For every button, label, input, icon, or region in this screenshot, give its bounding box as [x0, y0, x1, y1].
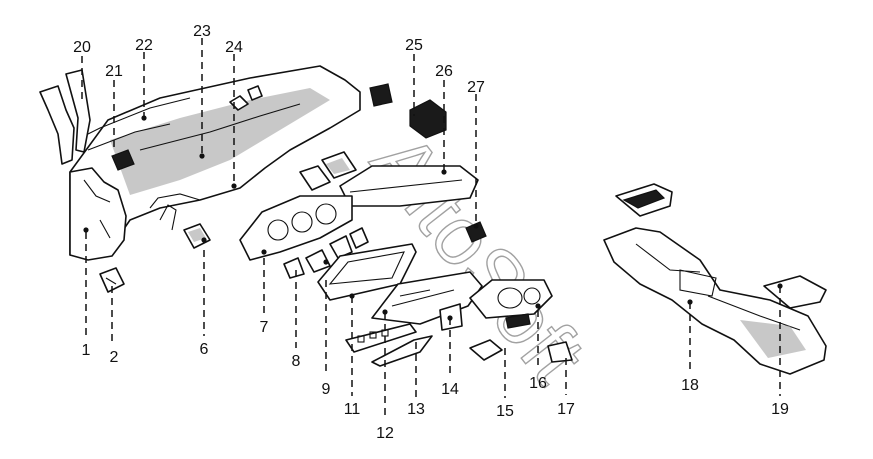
switch-2 [99, 267, 125, 293]
callout-25: 25 [405, 37, 423, 54]
callout-11: 11 [344, 401, 361, 418]
glove-box [339, 165, 479, 207]
console-lid-upper [615, 183, 673, 217]
callout-15: 15 [496, 403, 514, 420]
callout-16: 16 [529, 375, 547, 392]
callout-24: 24 [225, 39, 243, 56]
cluster-bezel [317, 243, 417, 301]
center-console [603, 227, 827, 375]
vents-center [299, 151, 357, 191]
callout-17: 17 [557, 401, 575, 418]
callout-27: 27 [467, 79, 485, 96]
callout-1: 1 [82, 342, 91, 359]
callout-19: 19 [771, 401, 789, 418]
vent-25 [409, 99, 447, 139]
callout-6: 6 [200, 341, 209, 358]
callout-21: 21 [105, 63, 123, 80]
switch-15 [469, 339, 503, 361]
leader-dots [83, 115, 783, 321]
vent-6 [183, 223, 211, 249]
callout-13: 13 [407, 401, 425, 418]
callout-26: 26 [435, 63, 453, 80]
callout-23: 23 [193, 23, 211, 40]
callout-12: 12 [376, 425, 394, 442]
callout-14: 14 [441, 381, 459, 398]
vent-21 [111, 149, 135, 171]
callout-20: 20 [73, 39, 91, 56]
callout-8: 8 [292, 353, 301, 370]
switch-17 [547, 341, 573, 363]
gauge-8 [283, 257, 305, 279]
callout-7: 7 [260, 319, 269, 336]
callout-22: 22 [135, 37, 153, 54]
leader-lines [81, 38, 781, 420]
callout-18: 18 [681, 377, 699, 394]
side-panel [69, 167, 127, 261]
callout-9: 9 [322, 381, 331, 398]
cluster-housing [239, 195, 353, 261]
radio-assembly [469, 279, 553, 329]
callout-labels: 1 2 6 7 8 9 11 12 13 14 15 16 17 18 19 2… [73, 23, 789, 442]
callout-2: 2 [110, 349, 119, 366]
gauge-9 [305, 227, 369, 273]
